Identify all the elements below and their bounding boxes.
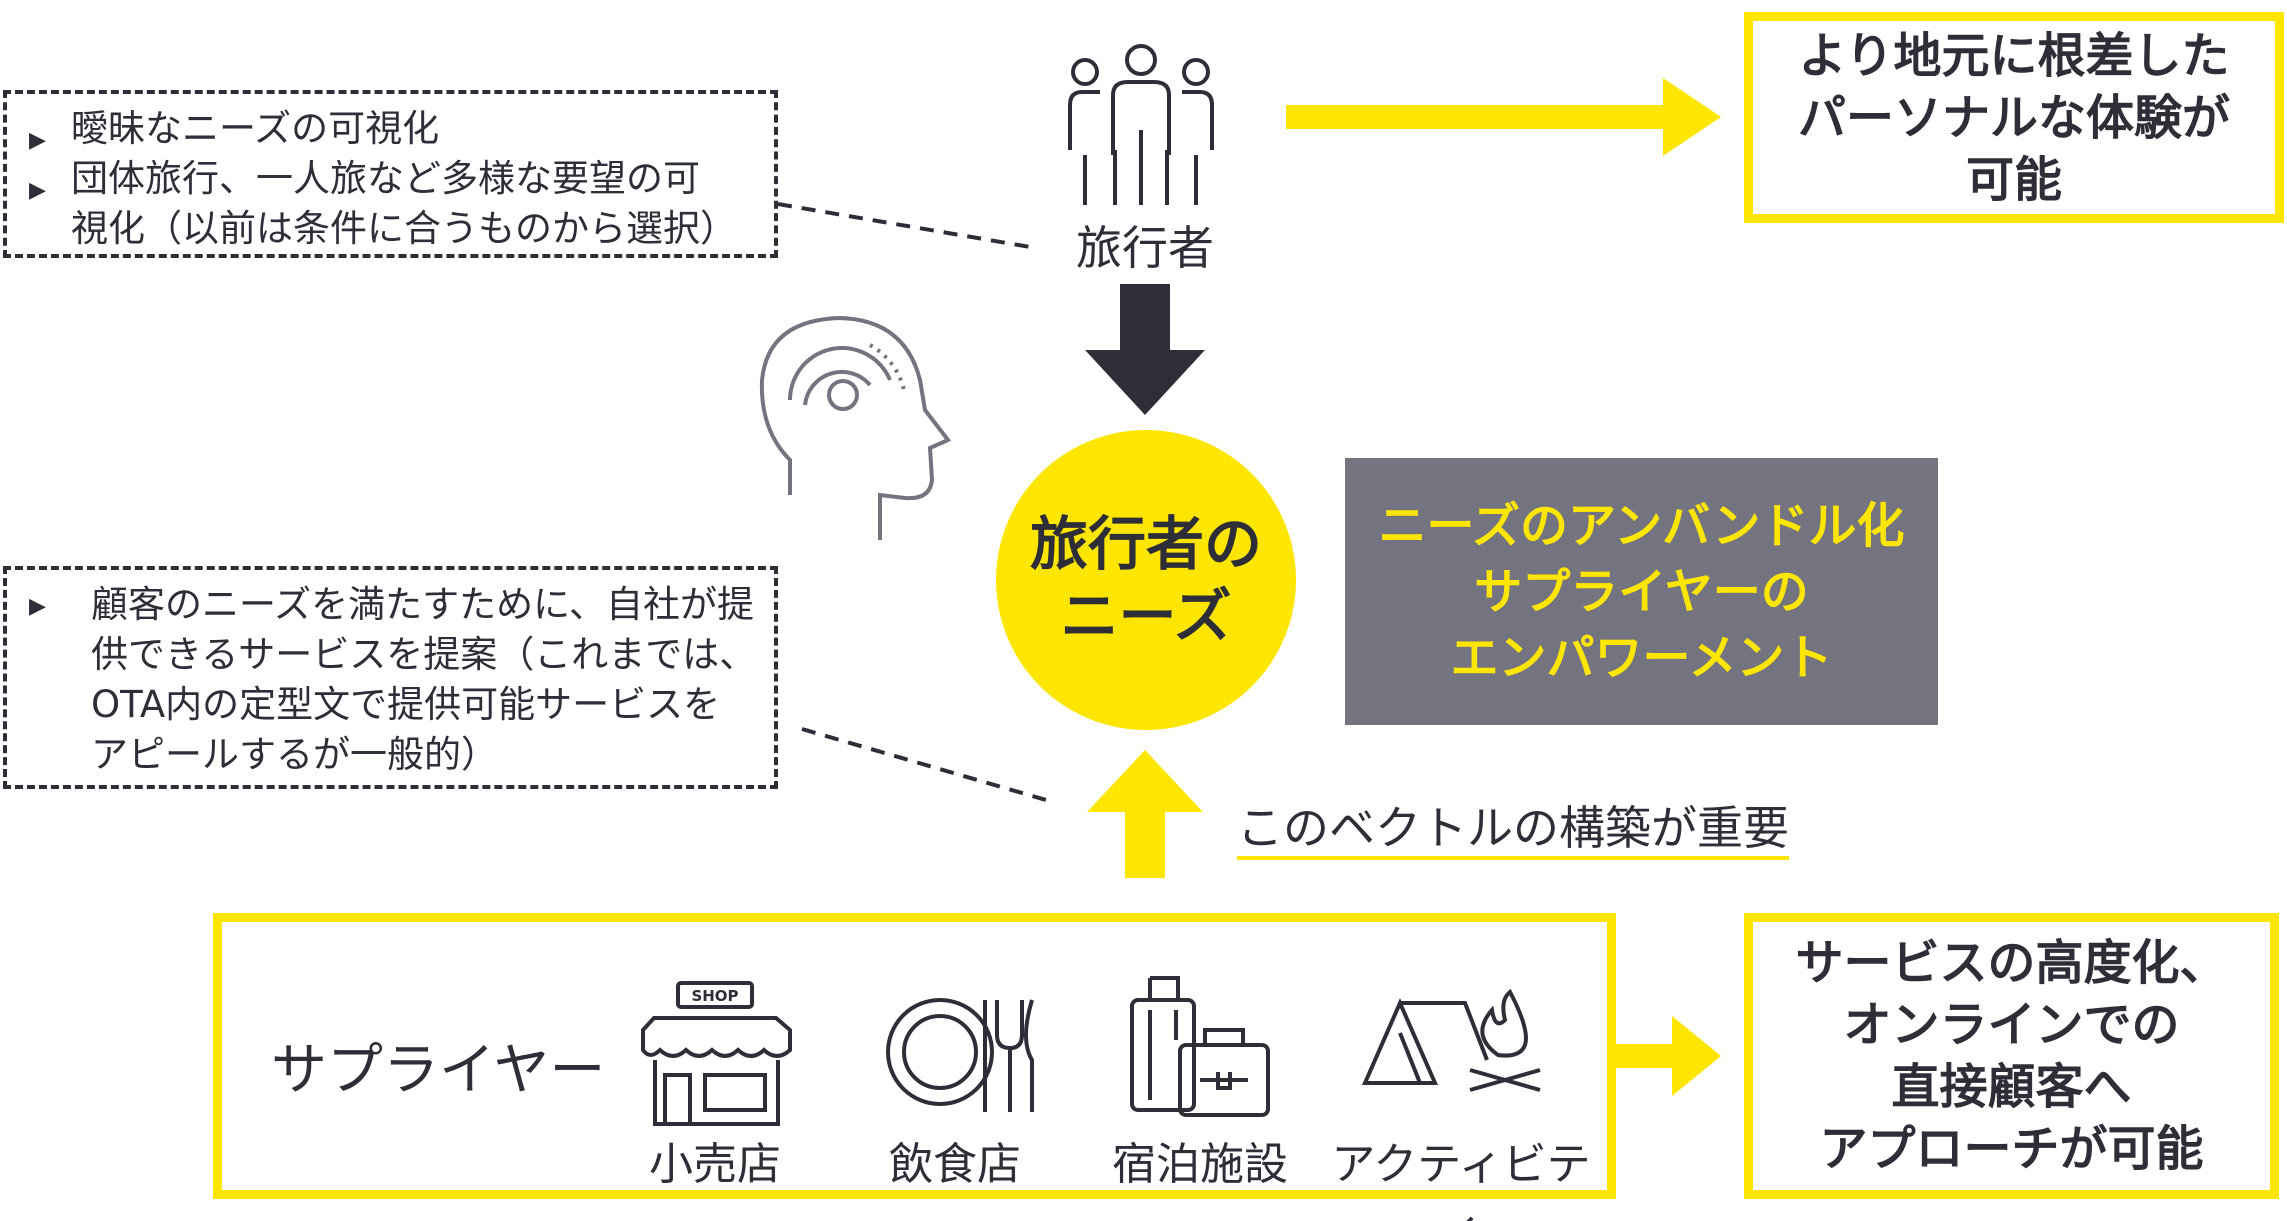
supplier-notes-box: ▶ 顧客のニーズを満たすために、自社が提 供できるサービスを提案（これまでは、 … xyxy=(3,566,778,789)
note-line: アピールするが一般的） xyxy=(91,733,498,776)
outcome-line: サービスの高度化、 xyxy=(1795,935,2228,991)
gray-box-line: サプライヤーの xyxy=(1474,563,1809,620)
traveler-label: 旅行者 xyxy=(1076,221,1214,275)
note-item: ▶曖昧なニーズの可視化 xyxy=(29,104,439,154)
outcome-line: より地元に根差した xyxy=(1798,27,2230,84)
outcome-line: アプローチが可能 xyxy=(1819,1121,2204,1177)
supplier-item-activity: アクティビティ xyxy=(1331,1139,1591,1221)
gray-box-line: ニーズのアンバンドル化 xyxy=(1378,497,1905,554)
right-arrow-top-icon xyxy=(1286,78,1721,156)
outcome-line: パーソナルな体験が xyxy=(1797,89,2230,146)
shop-sign: SHOP xyxy=(691,987,738,1005)
luggage-icon xyxy=(1130,976,1270,1117)
down-arrow-icon xyxy=(1085,284,1205,415)
tent-campfire-icon xyxy=(1361,988,1541,1092)
gray-box-line: エンパワーメント xyxy=(1450,629,1833,686)
note-line: OTA内の定型文で提供可能サービスを xyxy=(91,683,721,726)
circle-text-line: ニーズ xyxy=(1060,582,1232,650)
triangle-bullet-icon: ▶ xyxy=(29,128,46,153)
outcome-line: 直接顧客へ xyxy=(1891,1059,2132,1115)
outcome-bottom-box: サービスの高度化、オンラインでの直接顧客へアプローチが可能 xyxy=(1744,913,2279,1199)
traveler-notes-box: ▶曖昧なニーズの可視化 ▶団体旅行、一人旅など多様な要望の可 視化（以前は条件に… xyxy=(3,90,778,258)
note-line: 供できるサービスを提案（これまでは、 xyxy=(91,633,757,676)
note-item-continued: 視化（以前は条件に合うものから選択） xyxy=(71,207,737,250)
supplier-item-retail: 小売店 xyxy=(649,1139,781,1190)
dashed-connector-top xyxy=(777,202,1037,250)
vector-label: このベクトルの構築が重要 xyxy=(1237,800,1789,860)
supplier-label: サプライヤー xyxy=(271,1038,606,1103)
outcome-line: オンラインでの xyxy=(1843,997,2180,1053)
plate-cutlery-icon xyxy=(886,998,1034,1112)
up-arrow-icon xyxy=(1087,750,1203,878)
triangle-bullet-icon: ▶ xyxy=(29,178,46,203)
head-thinking-icon xyxy=(759,315,952,540)
supplier-box xyxy=(213,913,1616,1199)
triangle-bullet-icon: ▶ xyxy=(29,594,46,619)
people-icon xyxy=(1068,44,1214,205)
unbundling-box: ニーズのアンバンドル化 サプライヤーの エンパワーメント xyxy=(1345,458,1938,725)
dashed-connector-bottom xyxy=(801,727,1054,804)
supplier-item-restaurant: 飲食店 xyxy=(889,1139,1021,1190)
note-line: 顧客のニーズを満たすために、自社が提 xyxy=(91,583,755,626)
right-arrow-bottom-icon xyxy=(1616,1016,1721,1096)
traveler-needs-circle: 旅行者の ニーズ xyxy=(996,430,1296,730)
outcome-top-box: より地元に根差したパーソナルな体験が可能 xyxy=(1744,12,2284,223)
supplier-item-lodging: 宿泊施設 xyxy=(1112,1139,1288,1190)
note-item: ▶団体旅行、一人旅など多様な要望の可 xyxy=(29,154,700,204)
shop-icon xyxy=(641,981,792,1126)
outcome-line: 可能 xyxy=(1965,151,2062,208)
circle-text-line: 旅行者の xyxy=(1029,510,1262,578)
